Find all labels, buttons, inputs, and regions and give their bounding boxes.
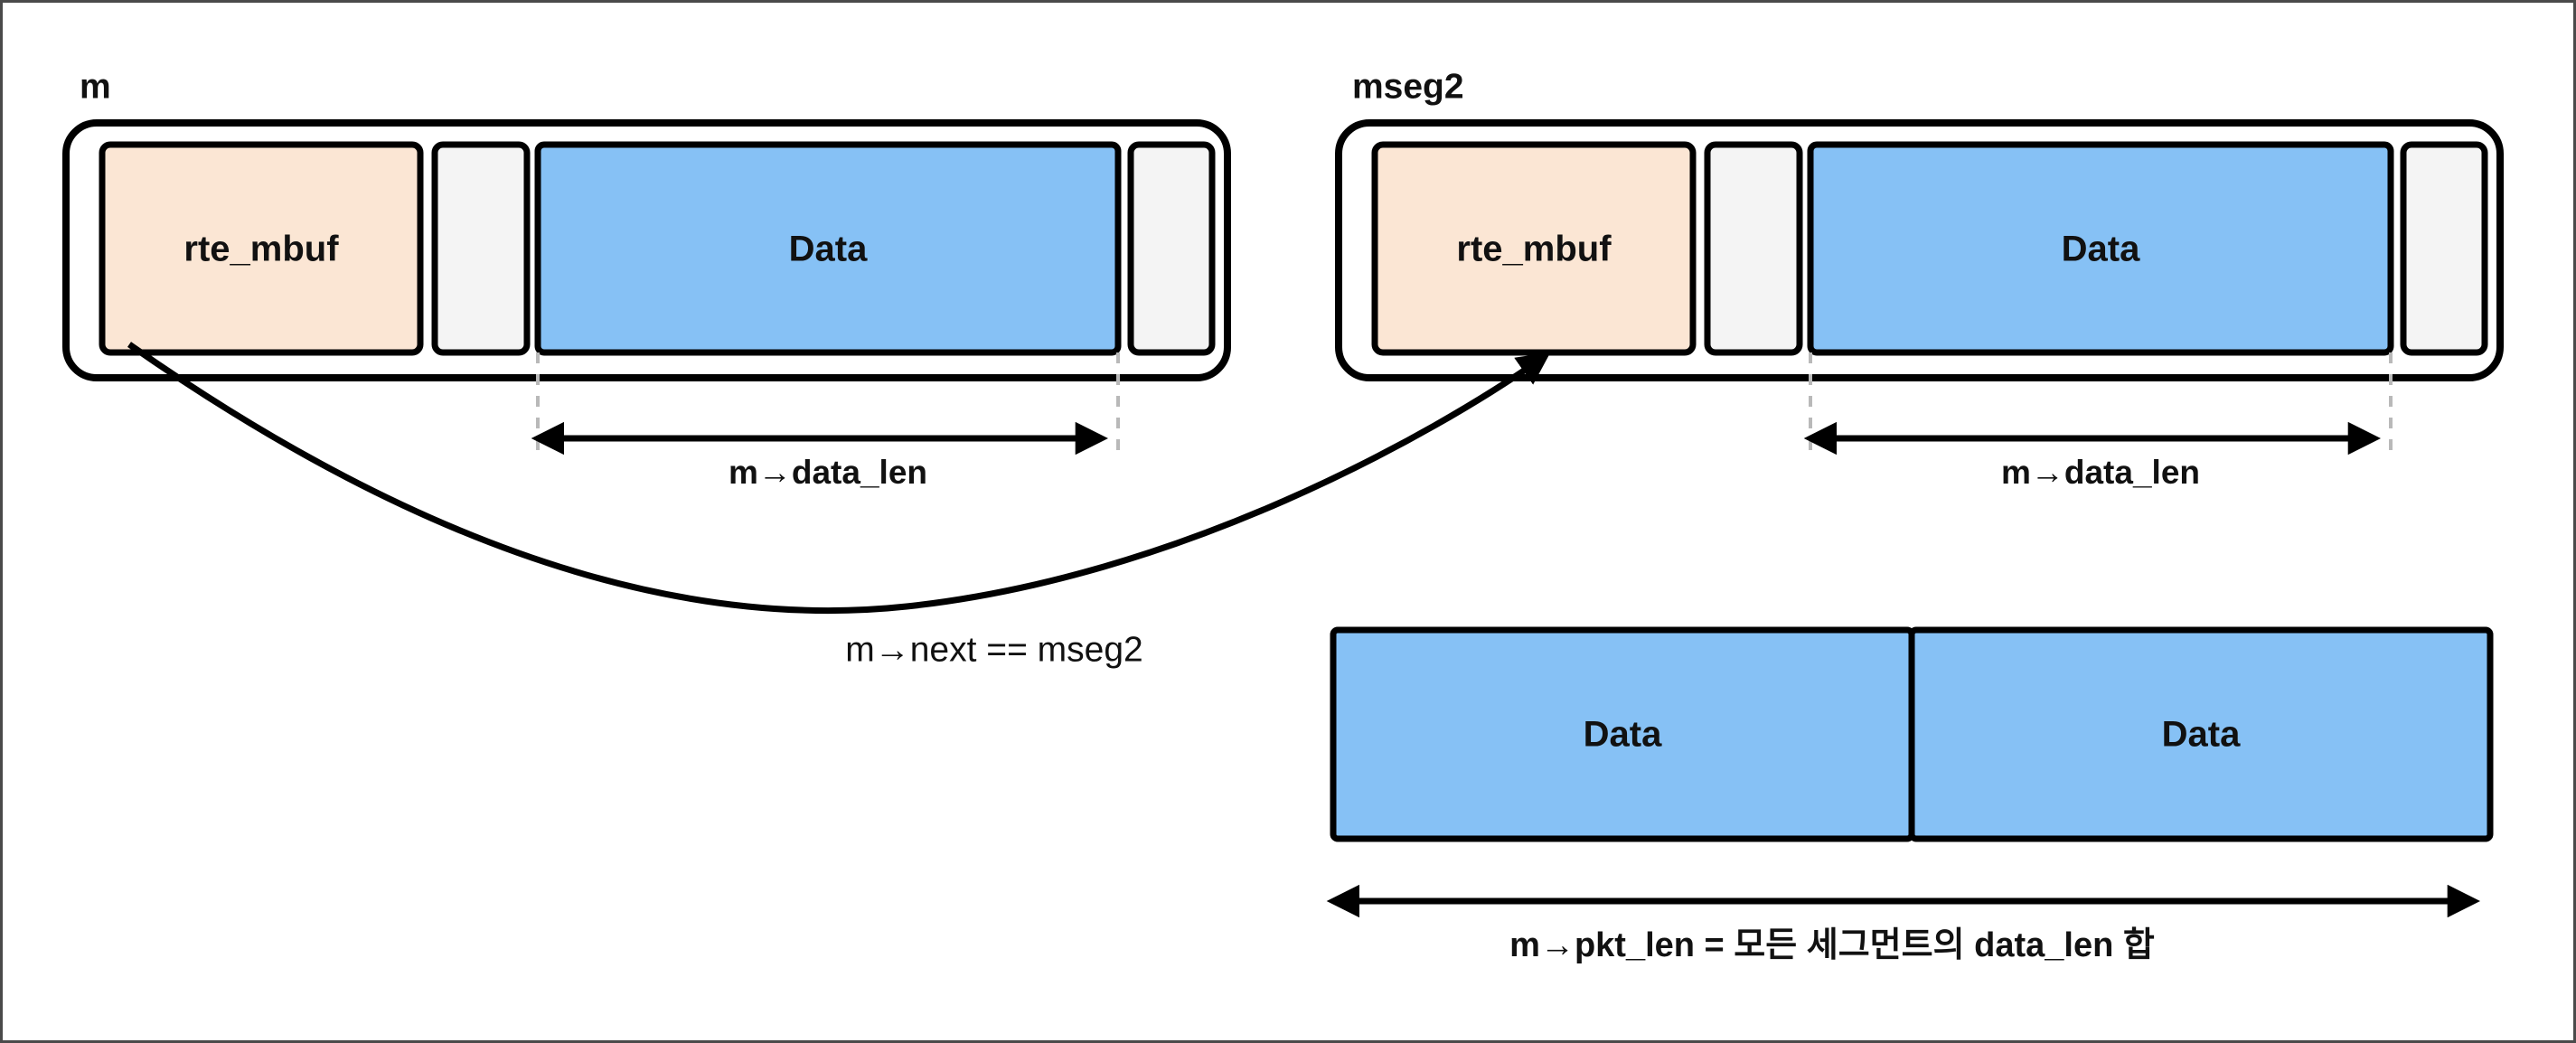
mbuf-chain-diagram: m rte_mbuf Data m→data_len mseg2 rte_mbu…: [62, 67, 2504, 964]
segment-mseg2: mseg2 rte_mbuf Data m→data_len: [1335, 67, 2504, 491]
segment-m-data-len-label: m→data_len: [729, 454, 927, 491]
next-pointer-link: m→next == mseg2: [127, 342, 1551, 669]
concat-pkt-len-measure: m→pkt_len = 모든 세그먼트의 data_len 합: [1326, 884, 2481, 964]
segment-m: m rte_mbuf Data m→data_len: [62, 67, 1231, 491]
segment-mseg2-title: mseg2: [1352, 67, 1464, 106]
segment-mseg2-data-len-measure: m→data_len: [1803, 421, 2382, 491]
segment-m-tailroom-box: [1127, 141, 1216, 356]
concat-data-block-1-label: Data: [1584, 715, 1662, 755]
next-pointer-curve: [127, 342, 1551, 615]
segment-m-headroom-box: [431, 141, 531, 356]
segment-mseg2-tailroom-box: [2400, 141, 2488, 356]
concat-pkt-len-label: m→pkt_len = 모든 세그먼트의 data_len 합: [1509, 926, 2155, 964]
segment-m-data-label: Data: [789, 230, 868, 269]
concat-data-block-2-label: Data: [2162, 715, 2241, 755]
segment-m-rte-mbuf-label: rte_mbuf: [183, 230, 339, 269]
segment-mseg2-data-box: [1807, 141, 2394, 356]
segment-m-title: m: [80, 67, 111, 106]
segment-m-rte-mbuf-box: [99, 141, 424, 356]
segment-m-data-len-measure: m→data_len: [531, 421, 1109, 491]
next-pointer-label: m→next == mseg2: [845, 630, 1142, 669]
segment-mseg2-headroom-box: [1704, 141, 1803, 356]
concat-data-block-2: [1908, 626, 2494, 842]
segment-m-data-box: [534, 141, 1122, 356]
segment-mseg2-data-len-label: m→data_len: [2001, 454, 2200, 491]
concatenated-data: Data Data m→pkt_len = 모든 세그먼트의 data_len …: [1326, 626, 2494, 964]
segment-mseg2-rte-mbuf-label: rte_mbuf: [1456, 230, 1612, 269]
segment-mseg2-data-label: Data: [2062, 230, 2140, 269]
